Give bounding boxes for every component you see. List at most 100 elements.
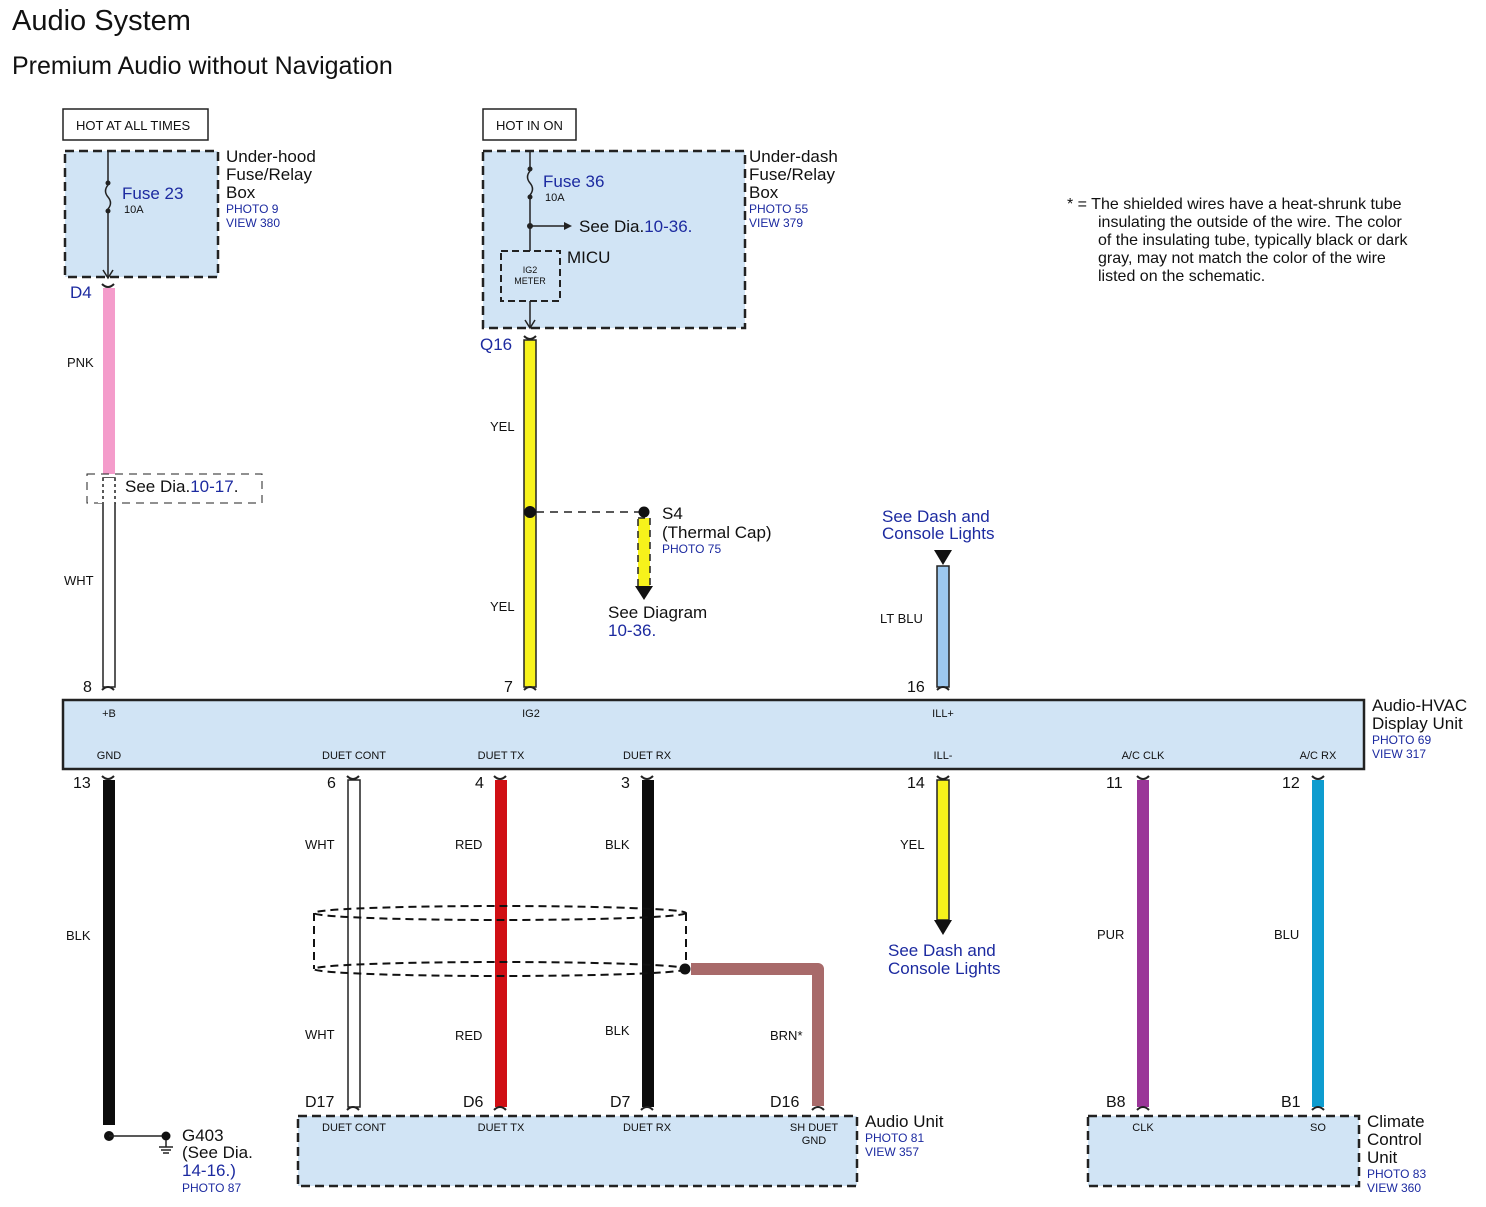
hvac-view-link[interactable]: VIEW 317 — [1372, 747, 1426, 761]
underdash-view-link[interactable]: VIEW 379 — [749, 216, 803, 230]
link-10-36-a[interactable]: 10-36. — [644, 217, 692, 236]
pin-label-gnd: GND — [97, 750, 122, 762]
hot-in-on-frame — [482, 108, 577, 141]
hvac-name-1: Audio-HVAC — [1372, 696, 1467, 715]
note-line-1: * = The shielded wires have a heat-shrun… — [1067, 196, 1402, 213]
wire-pur-clk — [1137, 780, 1149, 1107]
underdash-name-1: Under-dash — [749, 147, 838, 166]
see-dia-1017: See Dia.10-17. — [125, 477, 238, 496]
audio-pin-label-sh-duet: SH DUET — [790, 1122, 839, 1134]
wire-label-blk-2: BLK — [605, 1023, 630, 1038]
arrow-right-icon — [564, 222, 572, 230]
wire-lt-blu — [936, 565, 950, 688]
climate-photo-link[interactable]: PHOTO 83 — [1367, 1167, 1426, 1181]
wire-label-yel-upper-1: YEL — [490, 419, 515, 434]
climate-view-link[interactable]: VIEW 360 — [1367, 1181, 1421, 1195]
audio-unit-name: Audio Unit — [865, 1112, 944, 1131]
wire-wht-duet-cont — [347, 779, 361, 1108]
underdash-see-dia: See Dia.10-36. — [579, 217, 692, 236]
dash-lights-lower-2[interactable]: Console Lights — [888, 959, 1000, 978]
climate-control-unit — [1086, 1114, 1361, 1188]
underdash-photo-link[interactable]: PHOTO 55 — [749, 202, 808, 216]
wire-label-blk-gnd: BLK — [66, 928, 91, 943]
audio-unit-view-link[interactable]: VIEW 357 — [865, 1145, 919, 1159]
hot-at-all-times-frame — [62, 108, 209, 141]
dash-lights-upper-2[interactable]: Console Lights — [882, 524, 994, 543]
wire-label-pnk: PNK — [67, 355, 94, 370]
link-10-17[interactable]: 10-17 — [190, 477, 233, 496]
climate-name-3: Unit — [1367, 1148, 1398, 1167]
pin-label-duet-cont: DUET CONT — [322, 750, 386, 762]
hot-in-on-label: HOT IN ON — [496, 118, 563, 133]
underdash-fuse-box — [481, 149, 747, 330]
wire-label-blu: BLU — [1274, 927, 1299, 942]
wire-wht-upper — [102, 477, 116, 688]
hvac-name-2: Display Unit — [1372, 714, 1463, 733]
climate-pin-label-clk: CLK — [1132, 1122, 1154, 1134]
audio-pin-label-duet-tx: DUET TX — [478, 1122, 525, 1134]
s4-name: S4 — [662, 504, 683, 523]
pin-label-ill-minus: ILL- — [934, 750, 953, 762]
page-subtitle: Premium Audio without Navigation — [12, 52, 393, 80]
wire-label-blk-1: BLK — [605, 837, 630, 852]
dash-lights-lower-1[interactable]: See Dash and — [888, 941, 996, 960]
hvac-photo-link[interactable]: PHOTO 69 — [1372, 733, 1431, 747]
ground-see-dia: (See Dia. — [182, 1143, 253, 1162]
pin-label-duet-rx: DUET RX — [623, 750, 672, 762]
s4-thermal-cap-wire — [637, 517, 651, 589]
wire-label-yel-lower: YEL — [900, 837, 925, 852]
pin-label-duet-tx: DUET TX — [478, 750, 525, 762]
pin-d17: D17 — [305, 1094, 334, 1111]
wire-label-pur: PUR — [1097, 927, 1124, 942]
wire-blk-gnd — [103, 780, 115, 1125]
s4-photo-link[interactable]: PHOTO 75 — [662, 542, 721, 556]
fuse-36-label: Fuse 36 — [543, 172, 604, 191]
audio-unit-photo-link[interactable]: PHOTO 81 — [865, 1131, 924, 1145]
wire-red-duet-tx — [495, 780, 507, 1107]
pin-16: 16 — [907, 679, 925, 696]
ground-g403-name: G403 — [182, 1126, 224, 1145]
pin-4: 4 — [475, 775, 484, 792]
wire-label-yel-upper-2: YEL — [490, 599, 515, 614]
fuse-23-symbol — [104, 184, 112, 210]
meter-label: METER — [514, 276, 546, 286]
underdash-name-3: Box — [749, 183, 779, 202]
splice-point — [524, 506, 536, 518]
fuse-23-amps: 10A — [124, 204, 144, 216]
underhood-view-link[interactable]: VIEW 380 — [226, 216, 280, 230]
dash-lights-upper-1[interactable]: See Dash and — [882, 507, 990, 526]
wire-brn-shield — [691, 963, 824, 1106]
audio-pin-label-gnd: GND — [802, 1135, 827, 1147]
wire-yel-ill-minus — [936, 779, 950, 921]
pin-7: 7 — [504, 679, 513, 696]
pin-label-b-plus: +B — [102, 708, 116, 720]
wire-label-red-1: RED — [455, 837, 482, 852]
pin-3: 3 — [621, 775, 630, 792]
pin-b1: B1 — [1281, 1094, 1301, 1111]
pin-d6: D6 — [463, 1094, 484, 1111]
climate-name-1: Climate — [1367, 1112, 1425, 1131]
arrow-down-icon — [934, 550, 952, 565]
ig2-label: IG2 — [523, 265, 538, 275]
pin-12: 12 — [1282, 775, 1300, 792]
audio-unit — [296, 1114, 859, 1188]
link-10-36-b[interactable]: 10-36. — [608, 621, 656, 640]
wire-label-wht-1: WHT — [305, 837, 335, 852]
hot-at-all-times-label: HOT AT ALL TIMES — [76, 118, 190, 133]
climate-name-2: Control — [1367, 1130, 1422, 1149]
pin-14: 14 — [907, 775, 925, 792]
audio-pin-label-duet-cont: DUET CONT — [322, 1122, 386, 1134]
wire-label-wht-upper: WHT — [64, 573, 94, 588]
pin-d16: D16 — [770, 1094, 799, 1111]
arrow-down-icon — [635, 586, 653, 600]
page-title: Audio System — [12, 5, 191, 37]
s4-desc: (Thermal Cap) — [662, 523, 772, 542]
pin-d7: D7 — [610, 1094, 631, 1111]
wire-blu-so — [1312, 780, 1324, 1107]
fuse-36-symbol — [526, 170, 534, 196]
ground-link-14-16[interactable]: 14-16.) — [182, 1161, 236, 1180]
pin-8: 8 — [83, 679, 92, 696]
underhood-photo-link[interactable]: PHOTO 9 — [226, 202, 279, 216]
ground-photo-link[interactable]: PHOTO 87 — [182, 1181, 241, 1195]
